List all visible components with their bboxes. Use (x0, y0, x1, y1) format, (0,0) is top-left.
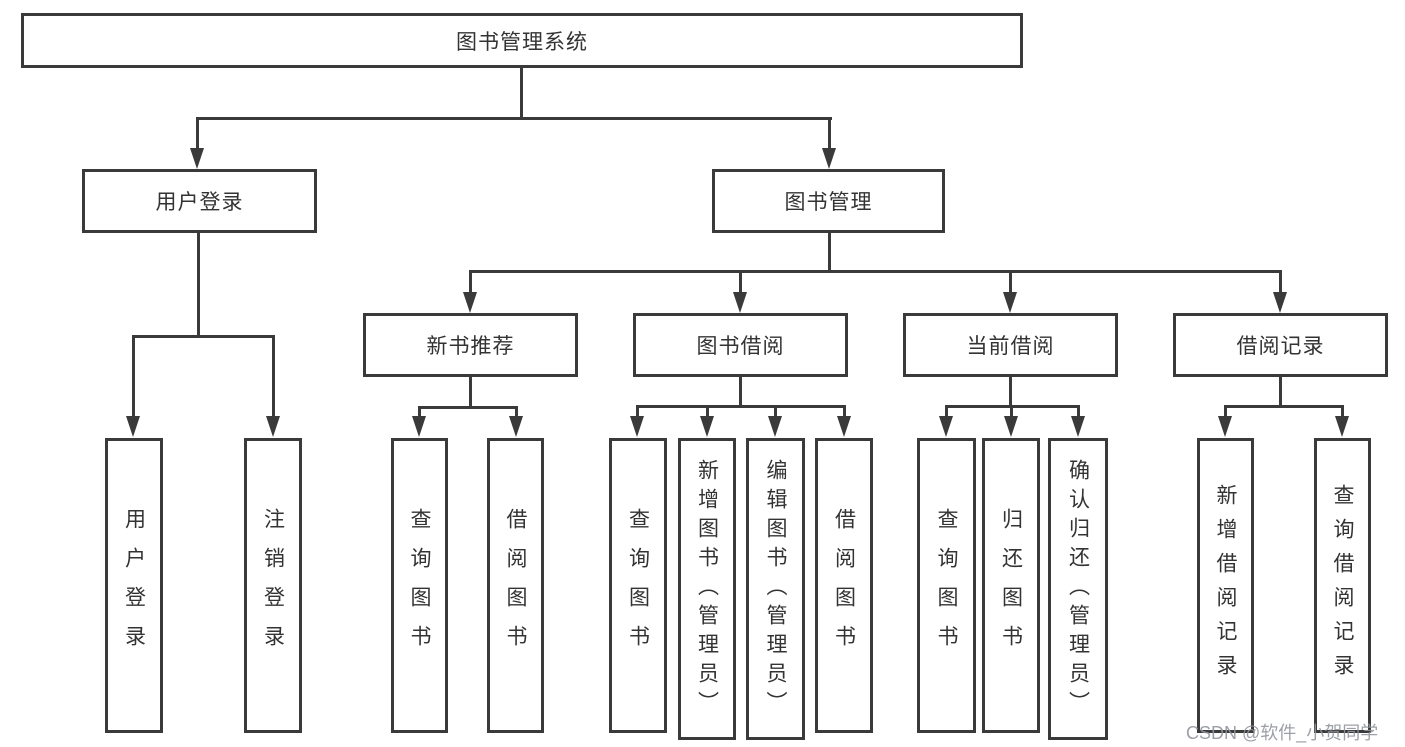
connector-stub-book-borrow (739, 270, 742, 295)
connector-userlogin-trunk (197, 233, 200, 337)
connector-stub (418, 406, 421, 419)
arrowhead-leaf-logout (266, 416, 280, 437)
node-new-book-recommendation: 新书推荐 (363, 313, 578, 377)
leaf-add-borrow-record: 新增借阅记录 (1197, 438, 1254, 733)
connector-stub-leaf-logout (272, 335, 275, 419)
leaf-edit-book-admin: 编辑图书（管理员） (746, 438, 805, 740)
arrowhead (939, 416, 953, 437)
connector-borrow-trunk (739, 377, 742, 407)
connector-newbook-trunk (469, 377, 472, 408)
arrowhead (837, 416, 851, 437)
leaf-label: 确认归还（管理员） (1066, 458, 1090, 720)
arrowhead (768, 416, 782, 437)
arrowhead-book-management (822, 148, 836, 169)
leaf-label: 查询图书 (408, 507, 431, 664)
arrowhead-current-borrow (1003, 292, 1017, 313)
node-book-management: 图书管理 (712, 169, 945, 233)
leaf-borrow-books-1: 借阅图书 (487, 438, 544, 733)
connector-stub (1224, 405, 1227, 419)
node-label: 图书借阅 (696, 335, 785, 358)
arrowhead (700, 416, 714, 437)
arrowhead (1218, 416, 1232, 437)
node-label: 图书管理系统 (456, 30, 588, 54)
leaf-query-books-1: 查询图书 (391, 438, 448, 733)
arrowhead-new-book (463, 292, 477, 313)
connector-stub (1010, 405, 1013, 419)
leaf-label: 用户登录 (122, 507, 146, 664)
node-current-borrowing: 当前借阅 (903, 313, 1118, 377)
connector-stub (636, 405, 639, 419)
node-borrowing-records: 借阅记录 (1173, 313, 1388, 377)
node-label: 用户登录 (155, 191, 244, 214)
connector-stub-user-login (196, 117, 199, 151)
node-book-borrowing: 图书借阅 (633, 313, 848, 377)
connector-record-crossbar (1224, 405, 1344, 408)
leaf-label: 归还图书 (999, 507, 1023, 664)
leaf-add-book-admin: 新增图书（管理员） (678, 438, 736, 740)
arrowhead-leaf-login (126, 416, 140, 437)
leaf-return-books: 归还图书 (982, 438, 1040, 733)
arrowhead (509, 416, 523, 437)
connector-bookmgmt-trunk (828, 233, 831, 272)
arrowhead (1335, 416, 1349, 437)
leaf-confirm-return-admin: 确认归还（管理员） (1048, 438, 1108, 740)
connector-bookmgmt-crossbar (469, 270, 1282, 273)
connector-stub (515, 406, 518, 419)
leaf-label: 新增借阅记录 (1214, 483, 1237, 688)
connector-current-trunk (1009, 377, 1012, 407)
arrowhead (1004, 416, 1018, 437)
leaf-label: 查询图书 (935, 507, 958, 664)
arrowhead-book-borrow (733, 292, 747, 313)
leaf-query-borrow-record: 查询借阅记录 (1314, 438, 1371, 733)
connector-stub-current-borrow (1009, 270, 1012, 295)
connector-stub (774, 405, 777, 419)
arrowhead (412, 416, 426, 437)
connector-stub (945, 405, 948, 419)
node-label: 图书管理 (784, 191, 873, 214)
connector-stub-book-management (828, 117, 831, 151)
node-label: 新书推荐 (426, 335, 515, 358)
leaf-query-books-2: 查询图书 (609, 438, 667, 733)
node-user-login: 用户登录 (82, 169, 317, 233)
connector-stub (1077, 405, 1080, 419)
arrowhead (1071, 416, 1085, 437)
connector-newbook-crossbar (418, 406, 518, 409)
connector-record-trunk (1279, 377, 1282, 407)
leaf-label: 新增图书（管理员） (695, 458, 719, 720)
connector-userlogin-crossbar (132, 335, 275, 338)
leaf-user-login: 用户登录 (105, 438, 163, 733)
leaf-label: 注销登录 (261, 507, 285, 664)
csdn-watermark: CSDN @软件_小贺同学 (1186, 723, 1379, 743)
connector-root-trunk (520, 68, 523, 120)
leaf-label: 查询图书 (626, 507, 650, 664)
arrowhead (630, 416, 644, 437)
leaf-label: 查询借阅记录 (1331, 483, 1354, 688)
leaf-logout: 注销登录 (244, 438, 302, 733)
connector-stub-leaf-login (132, 335, 135, 419)
connector-stub (706, 405, 709, 419)
connector-stub (1341, 405, 1344, 419)
leaf-borrow-books-2: 借阅图书 (815, 438, 873, 733)
connector-stub-new-book (469, 270, 472, 295)
connector-borrow-crossbar (636, 405, 845, 408)
leaf-query-books-3: 查询图书 (917, 438, 976, 733)
connector-stub-borrow-record (1279, 270, 1282, 295)
arrowhead-borrow-record (1273, 292, 1287, 313)
node-label: 当前借阅 (966, 335, 1055, 358)
leaf-label: 编辑图书（管理员） (764, 458, 787, 720)
node-label: 借阅记录 (1236, 335, 1325, 358)
leaf-label: 借阅图书 (504, 507, 527, 664)
connector-root-crossbar (196, 117, 832, 120)
node-library-management-system: 图书管理系统 (21, 13, 1023, 68)
arrowhead-user-login (190, 148, 204, 169)
leaf-label: 借阅图书 (832, 507, 856, 664)
connector-stub (843, 405, 846, 419)
